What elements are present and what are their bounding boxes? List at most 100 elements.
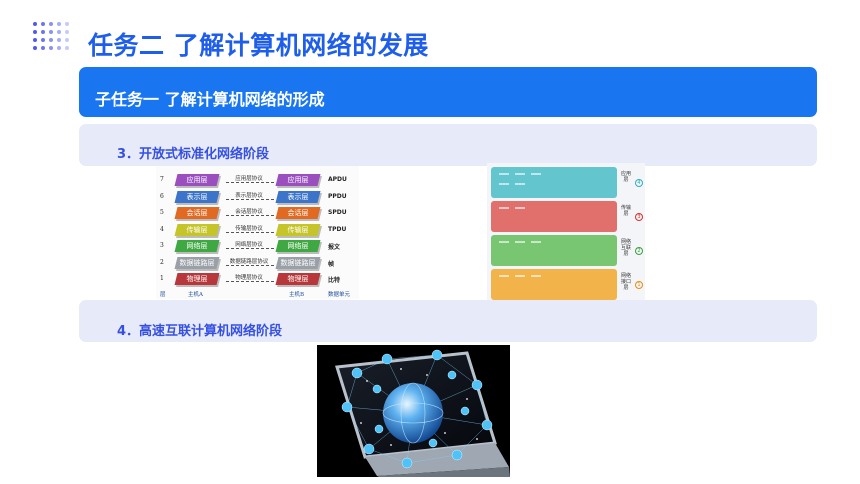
osi-host-a-layer: 传输层 (174, 223, 220, 236)
osi-layer-number: 1 (160, 275, 164, 282)
osi-host-b-layer: 网络层 (275, 240, 321, 252)
osi-layer-number: 7 (160, 176, 164, 183)
slide-title: 任务二 了解计算机网络的发展 (88, 31, 429, 60)
osi-layer-name: 传输层 (287, 225, 309, 234)
tcpip-protocol-mark (515, 275, 525, 277)
section-3-banner: 3．开放式标准化网络阶段 (79, 124, 817, 166)
tcpip-protocol-mark (499, 173, 509, 175)
tcpip-protocol-mark (531, 275, 541, 277)
tcpip-layer-number: 4 (635, 179, 643, 187)
osi-footer-unit: 数据单元 (328, 292, 351, 298)
tcpip-layer-band (491, 269, 617, 300)
osi-protocol-label: 表示层协议 (235, 192, 263, 199)
osi-data-unit: PPDU (328, 192, 347, 200)
tcpip-protocol-mark (531, 241, 541, 243)
tcpip-protocol-mark (515, 183, 525, 185)
osi-protocol-arrow (226, 281, 274, 282)
tcpip-layer-name: 网络接口层 (620, 273, 631, 291)
tcpip-layer-name: 应用层 (620, 171, 631, 183)
osi-data-unit: 比特 (328, 277, 341, 284)
osi-data-unit: 帧 (328, 260, 335, 268)
osi-layer-number: 4 (160, 225, 164, 233)
osi-layer-row: 2 数据链路层 数据链路层协议 数据链路层 帧 (156, 256, 359, 271)
decorative-dots-icon (33, 22, 73, 54)
osi-layer-row: 1 物理层 物理层协议 物理层 比特 (156, 273, 359, 287)
tcpip-protocol-mark (515, 241, 525, 243)
osi-host-a-layer: 表示层 (174, 190, 220, 203)
osi-protocol-arrow (226, 248, 274, 249)
section-3-title: 3．开放式标准化网络阶段 (117, 147, 270, 162)
osi-layer-name: 数据链路层 (179, 258, 215, 267)
tcpip-layer-band (491, 235, 617, 266)
osi-host-b-layer: 会话层 (275, 207, 321, 219)
osi-data-unit: APDU (328, 176, 347, 183)
osi-protocol-arrow (226, 198, 274, 200)
osi-protocol-arrow (226, 231, 274, 233)
osi-protocol-label: 物理层协议 (235, 275, 263, 281)
osi-layer-row: 3 网络层 网络层协议 网络层 报文 (156, 240, 359, 254)
tcpip-layer-band (491, 167, 617, 198)
osi-protocol-label: 应用层协议 (235, 176, 263, 182)
osi-layer-number: 2 (160, 258, 164, 266)
tcpip-protocol-mark (531, 173, 541, 175)
osi-host-a-layer: 物理层 (174, 273, 220, 285)
tcpip-protocol-mark (499, 275, 509, 277)
osi-host-b-layer: 物理层 (275, 273, 321, 285)
osi-layer-name: 数据链路层 (280, 258, 316, 267)
section-4-banner: 4．高速互联计算机网络阶段 (79, 300, 817, 342)
osi-protocol-arrow (226, 182, 274, 183)
osi-data-unit: TPDU (328, 225, 347, 233)
osi-host-b-layer: 应用层 (275, 174, 321, 186)
osi-layer-name: 表示层 (186, 192, 208, 201)
osi-layer-row: 6 表示层 表示层协议 表示层 PPDU (156, 190, 359, 205)
osi-layer-row: 5 会话层 会话层协议 会话层 SPDU (156, 207, 359, 221)
tcpip-protocol-mark (499, 241, 509, 243)
osi-footer-layer: 层 (160, 292, 166, 298)
laptop-globe-illustration (335, 349, 510, 477)
osi-data-unit: SPDU (328, 209, 347, 216)
subtask-title: 子任务一 了解计算机网络的形成 (95, 90, 325, 109)
osi-layer-name: 物理层 (186, 275, 208, 283)
osi-layer-number: 6 (160, 192, 164, 200)
osi-host-b-layer: 表示层 (275, 190, 321, 203)
osi-model-diagram: 层 主机A 主机B 数据单元 7 应用层 应用层协议 应用层 APDU 6 表示层 表示层协议… (156, 166, 359, 299)
osi-layer-name: 应用层 (186, 176, 208, 184)
osi-protocol-label: 网络层协议 (235, 242, 263, 248)
osi-layer-name: 物理层 (287, 275, 309, 283)
tcpip-layer-number: 3 (635, 213, 643, 221)
osi-layer-name: 传输层 (186, 225, 208, 234)
osi-layer-name: 网络层 (186, 242, 208, 250)
osi-footer-host-b: 主机B (289, 292, 305, 298)
osi-data-unit: 报文 (328, 244, 341, 251)
tcpip-protocol-mark (499, 183, 509, 185)
osi-layer-number: 5 (160, 209, 164, 216)
osi-layer-row: 4 传输层 传输层协议 传输层 TPDU (156, 223, 359, 238)
subtask-banner: 子任务一 了解计算机网络的形成 (79, 67, 817, 117)
tcpip-protocol-mark (515, 207, 525, 209)
osi-layer-name: 会话层 (287, 209, 309, 217)
tcpip-layer-name: 传输层 (620, 205, 631, 217)
global-network-image (317, 345, 510, 477)
osi-protocol-label: 传输层协议 (235, 225, 263, 232)
osi-layer-name: 会话层 (186, 209, 208, 217)
osi-host-a-layer: 会话层 (174, 207, 220, 219)
tcpip-protocol-mark (499, 207, 509, 209)
osi-layer-number: 3 (160, 242, 164, 249)
osi-host-a-layer: 数据链路层 (174, 256, 220, 269)
osi-protocol-arrow (226, 215, 274, 216)
tcpip-protocol-mark (515, 173, 525, 175)
osi-protocol-label: 会话层协议 (235, 209, 263, 215)
tcpip-layer-number: 2 (635, 247, 643, 255)
osi-host-a-layer: 网络层 (174, 240, 220, 252)
section-4-title: 4．高速互联计算机网络阶段 (117, 324, 283, 339)
osi-footer-host-a: 主机A (188, 292, 203, 298)
tcpip-layer-number: 1 (635, 281, 643, 289)
osi-layer-name: 网络层 (287, 242, 309, 250)
osi-protocol-label: 数据链路层协议 (229, 258, 269, 265)
osi-layer-name: 表示层 (287, 192, 309, 201)
osi-protocol-arrow (226, 264, 274, 266)
osi-layer-row: 7 应用层 应用层协议 应用层 APDU (156, 174, 359, 188)
osi-layer-name: 应用层 (287, 176, 309, 184)
osi-host-a-layer: 应用层 (174, 174, 220, 186)
